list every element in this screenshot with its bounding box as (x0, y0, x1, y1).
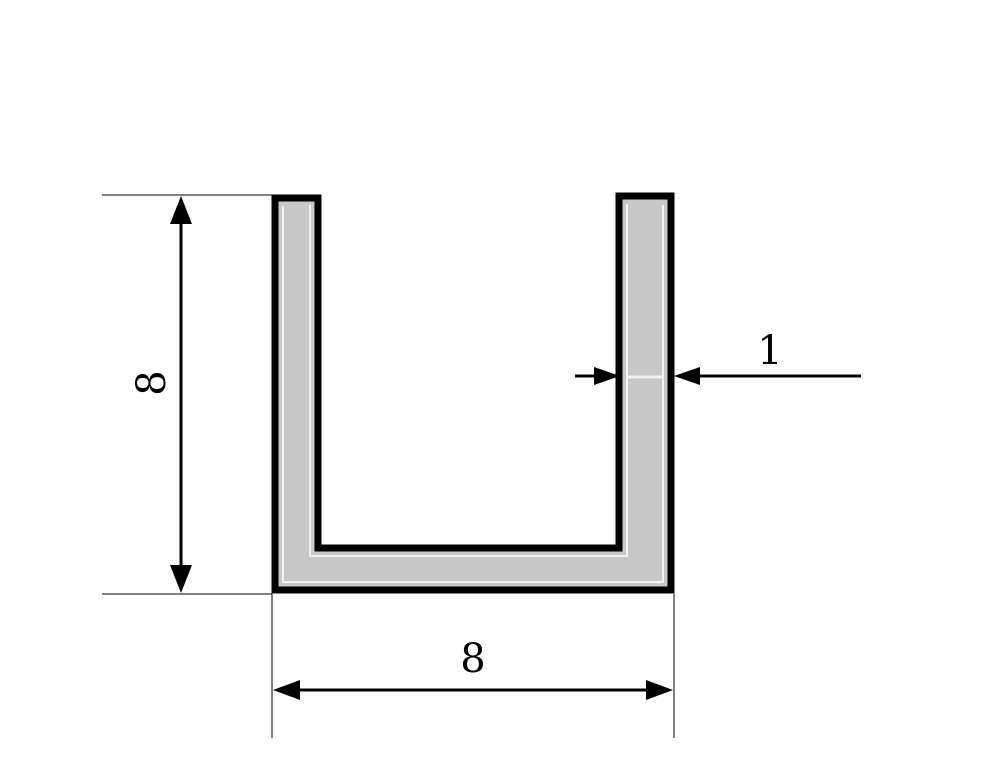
height-label: 8 (129, 370, 175, 395)
width-arrow-left (273, 680, 300, 700)
u-channel-profile (271, 192, 675, 594)
profile-section (271, 192, 675, 594)
height-arrow-bottom (170, 565, 192, 593)
thickness-label: 1 (757, 328, 782, 374)
width-arrow-right (646, 680, 673, 700)
width-label: 8 (460, 636, 485, 682)
thickness-dimension: 1 (575, 328, 861, 385)
profile-highlight (282, 205, 664, 583)
height-dimension: 8 (129, 196, 192, 593)
profile-highlight-inner (309, 204, 628, 557)
width-dimension: 8 (273, 636, 673, 700)
height-arrow-top (170, 196, 192, 224)
thickness-arrow-left (594, 367, 620, 385)
thickness-arrow-right (674, 367, 700, 385)
